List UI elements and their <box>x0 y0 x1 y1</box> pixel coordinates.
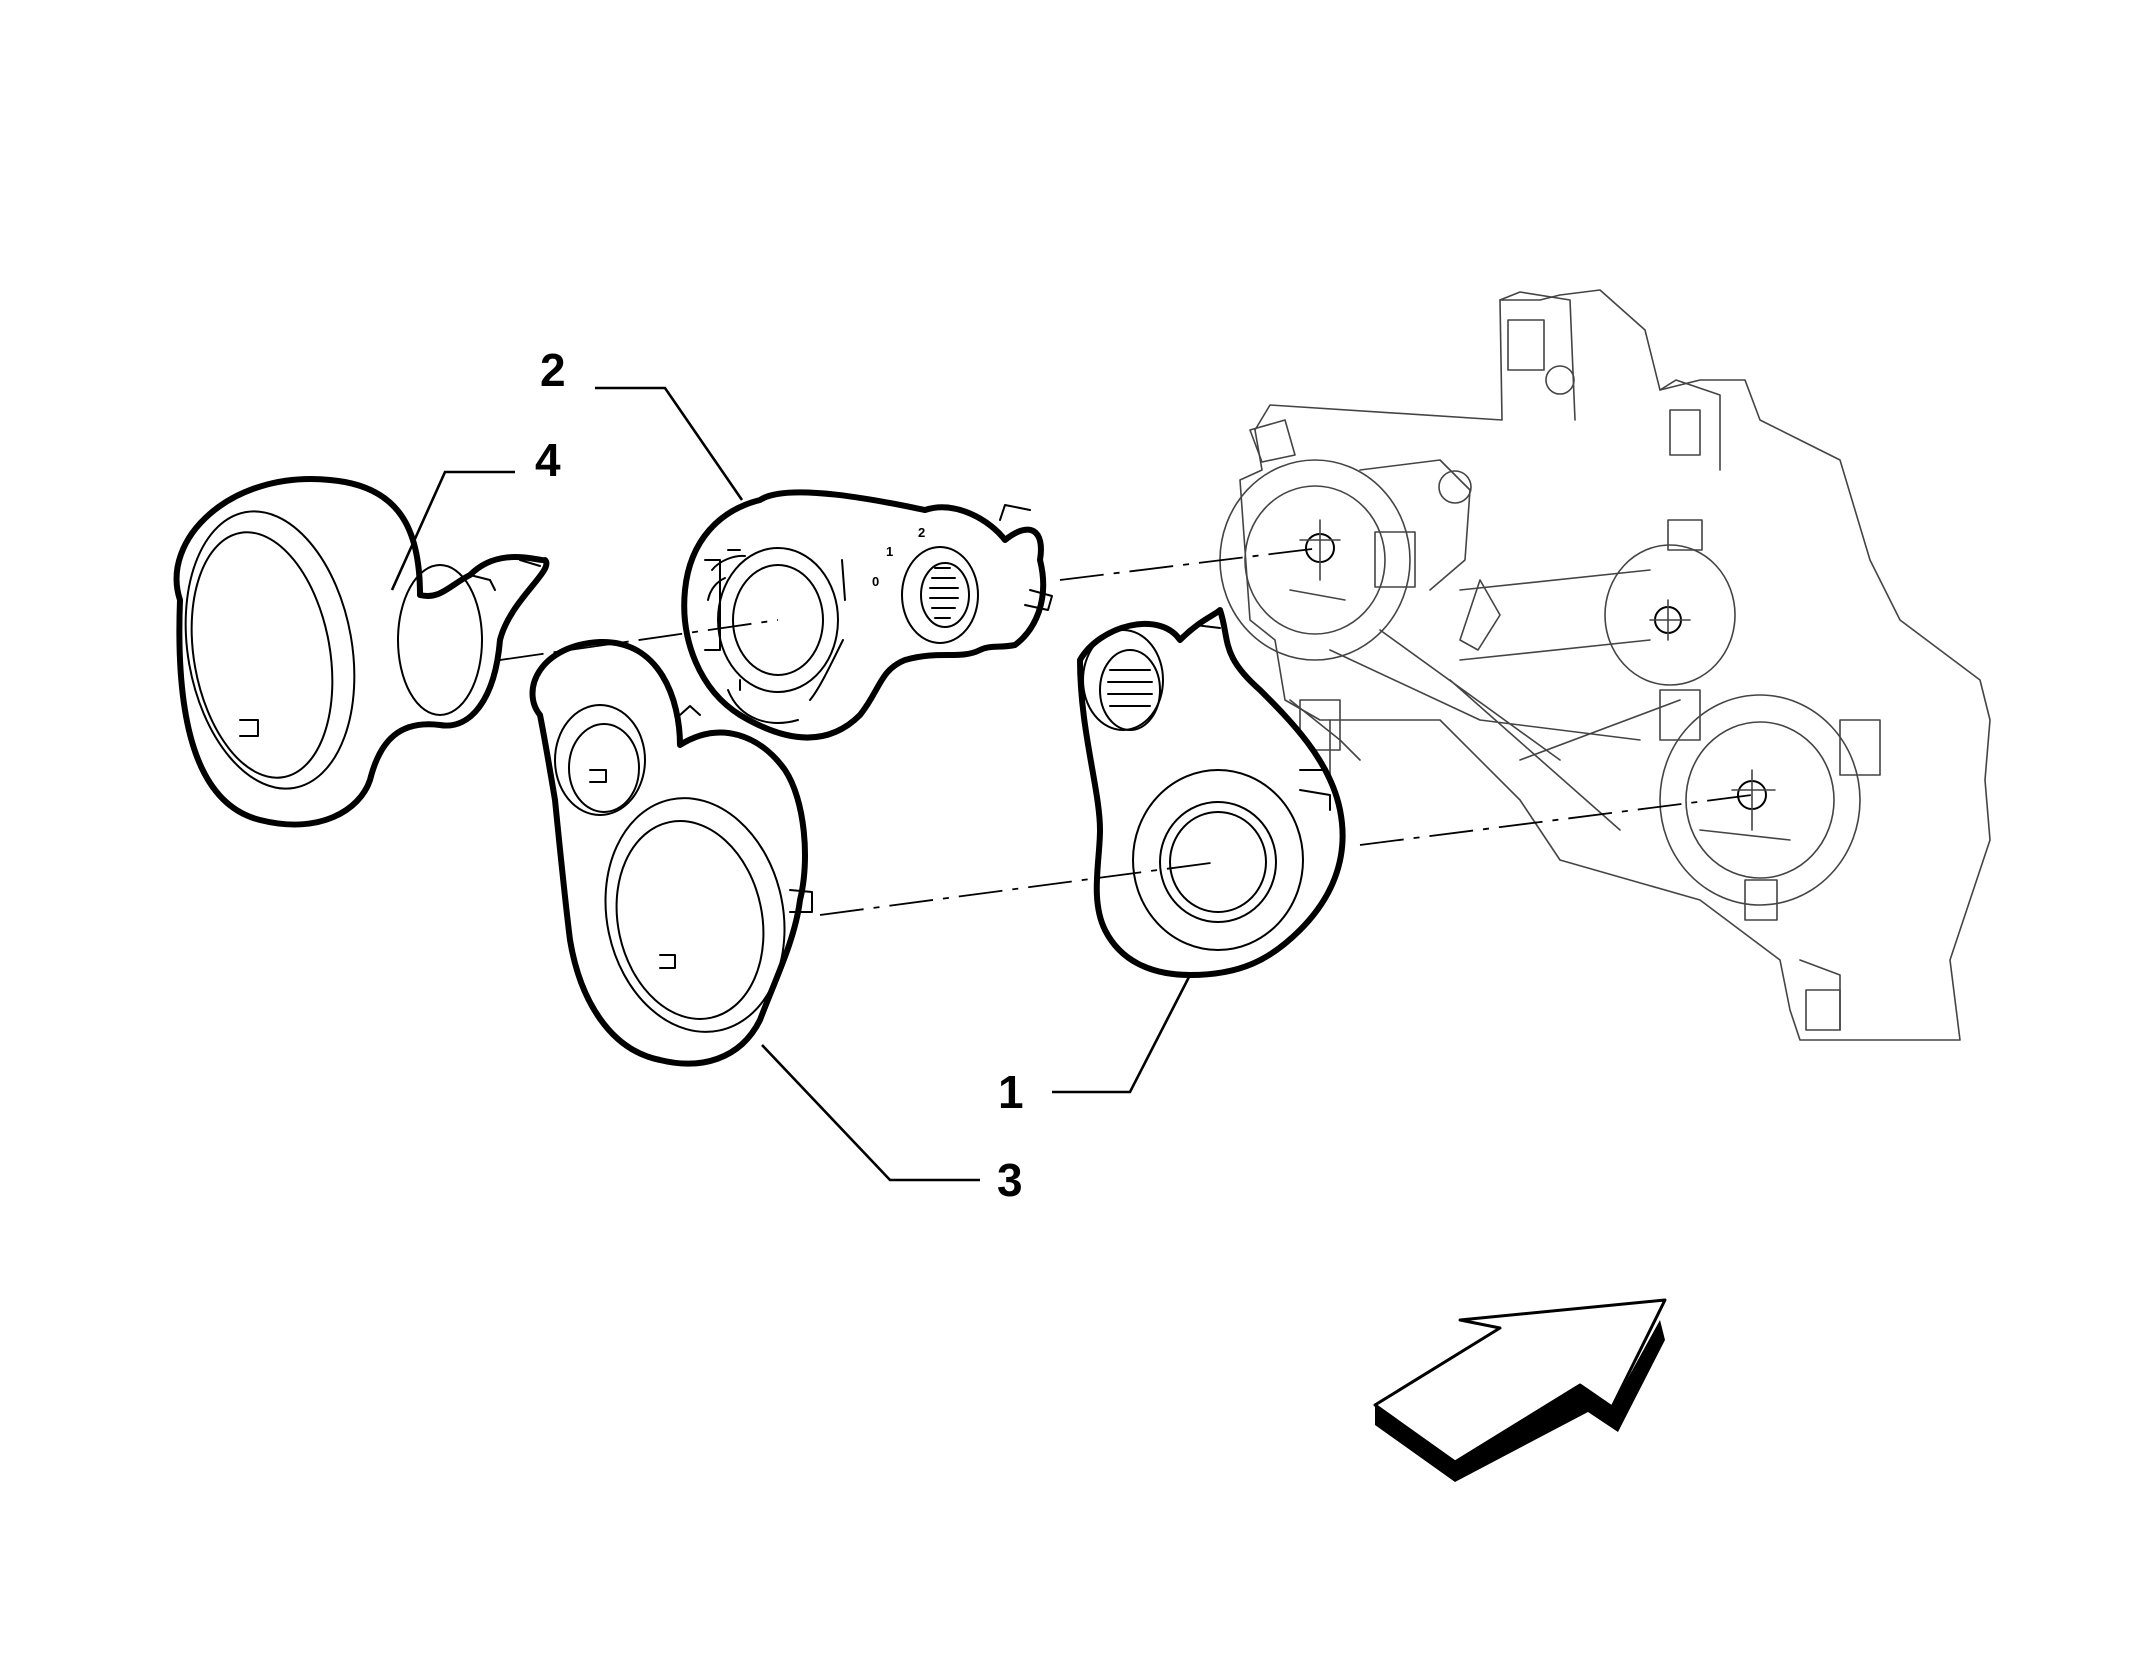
callout-2: 2 <box>540 344 566 396</box>
view-direction-arrow-icon <box>1373 1298 1667 1482</box>
control-unit-housing <box>1219 289 1991 1041</box>
leader-lines <box>390 386 1192 1182</box>
dial-scale-label-0: 0 <box>872 574 879 589</box>
callout-1: 1 <box>998 1066 1024 1118</box>
callout-4: 4 <box>535 434 561 486</box>
part-4-double-ring-trim <box>173 476 550 828</box>
part-3-double-ring-trim <box>529 638 813 1067</box>
alignment-lines <box>499 547 1753 916</box>
dial-scale-label-1: 1 <box>886 544 893 559</box>
part-2-dial-panel: 0 1 2 <box>681 489 1053 741</box>
callout-3: 3 <box>997 1154 1023 1206</box>
part-1-double-ring-trim <box>1077 607 1346 978</box>
dial-scale-label-2: 2 <box>918 525 925 540</box>
